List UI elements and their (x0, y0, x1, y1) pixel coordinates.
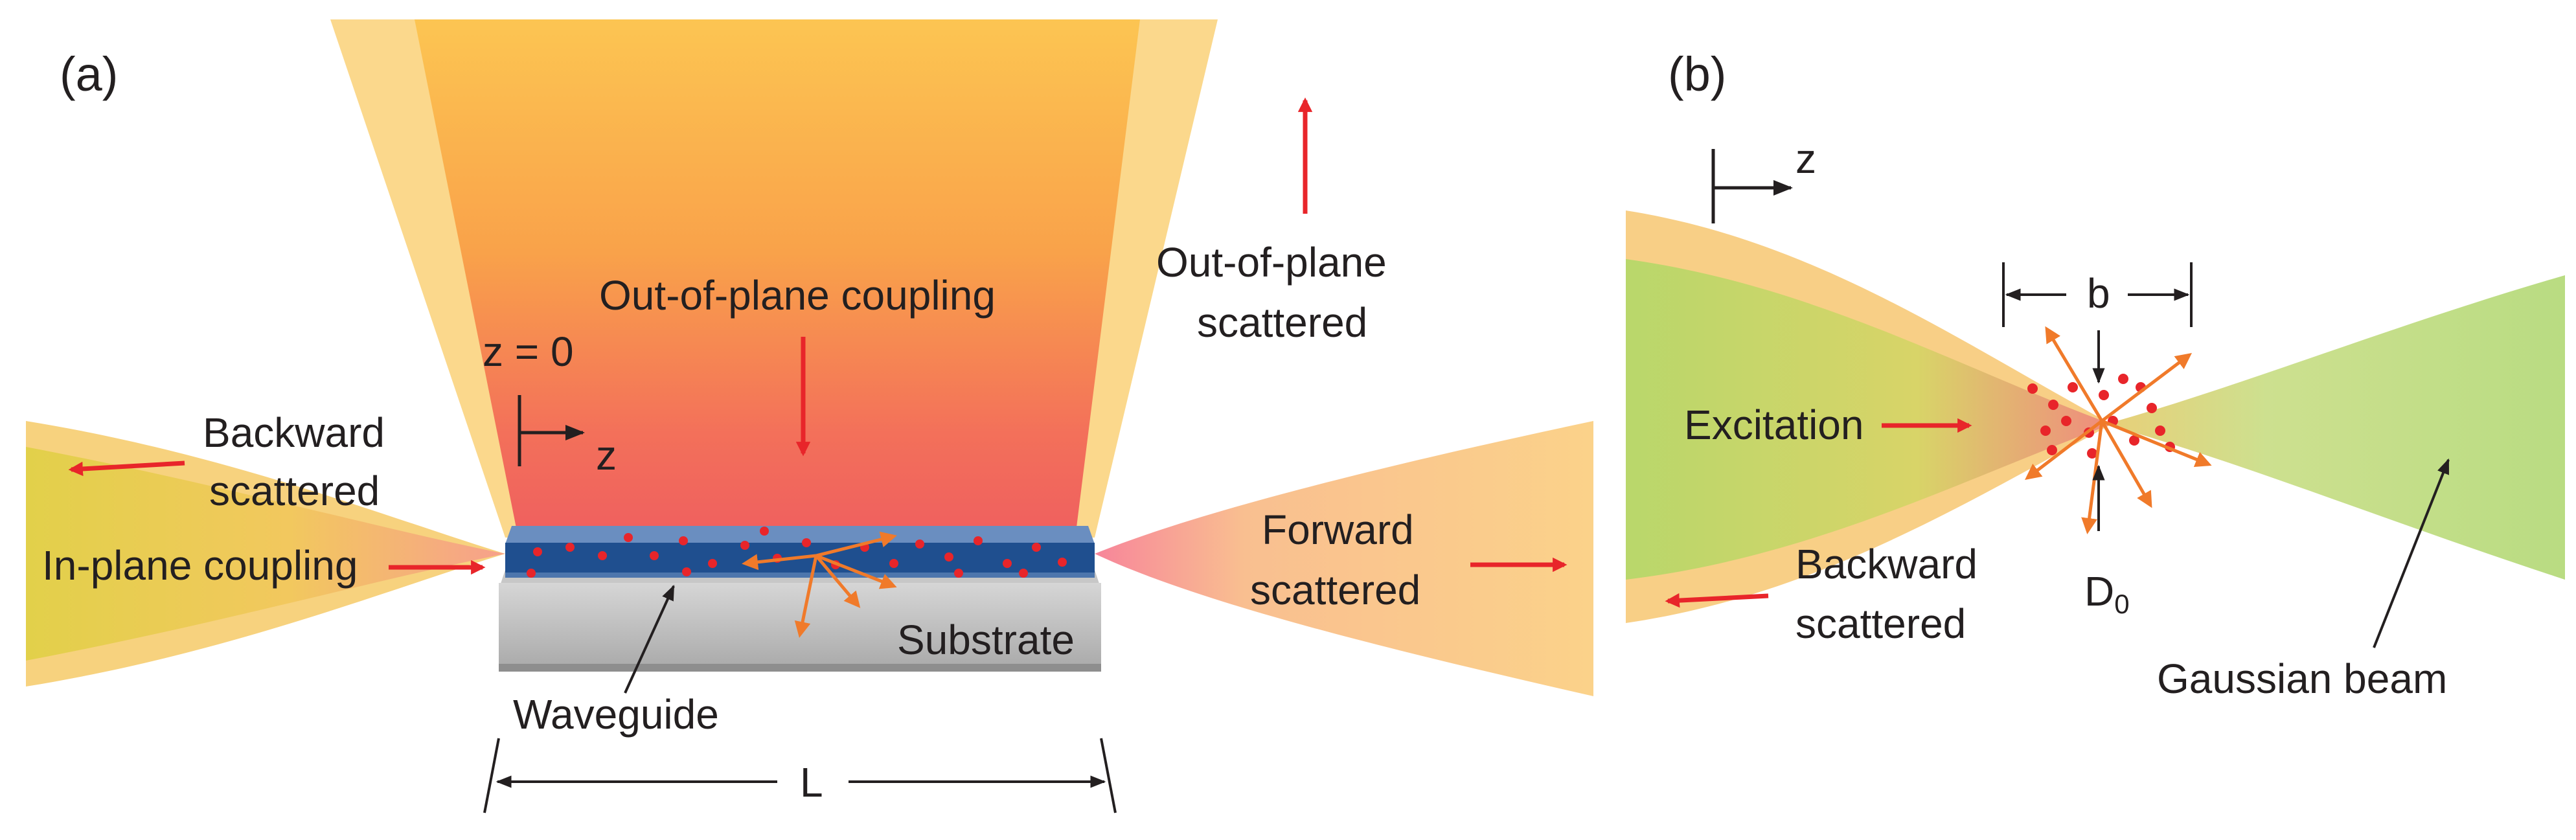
b-label: b (2087, 270, 2110, 317)
waveguide (505, 526, 1095, 544)
right-beam (1095, 421, 1593, 696)
gaussian-beam-label: Gaussian beam (2157, 655, 2447, 702)
b-dimension (2002, 262, 2193, 327)
out-of-plane-coupling-label: Out-of-plane coupling (599, 272, 996, 319)
panel-b: (b) z b Excitation Backward scattered D0… (1626, 47, 2565, 702)
z-label-a: z (596, 432, 617, 479)
backward-scattered-label-a-2: scattered (209, 468, 380, 514)
out-of-plane-beam (415, 19, 1140, 538)
backward-scattered-label-b-1: Backward (1795, 541, 1978, 587)
forward-scattered-label-2: scattered (1250, 567, 1420, 613)
left-beam-core (26, 447, 505, 661)
in-plane-coupling-label: In-plane coupling (42, 542, 358, 589)
length-label: L (800, 759, 823, 806)
backward-arrow-b (1665, 593, 1769, 608)
out-of-plane-scattered-label-1: Out-of-plane (1156, 239, 1387, 286)
excitation-label: Excitation (1684, 402, 1864, 448)
panel-a: (a) Out-of-plane coupling Out-of-plane s… (26, 19, 1593, 813)
out-of-plane-scattered-label-2: scattered (1197, 299, 1367, 346)
z-axis-a (518, 395, 585, 466)
gaussian-beam-pointer (2373, 458, 2450, 648)
panel-a-label: (a) (60, 47, 118, 101)
waveguide-label: Waveguide (513, 691, 719, 738)
d0-label-sub: 0 (2114, 589, 2129, 619)
z-label-b: z (1795, 135, 1816, 182)
forward-scattered-label-1: Forward (1262, 506, 1414, 553)
d0-label-main: D (2084, 568, 2114, 615)
excitation-beam (1626, 259, 2112, 580)
length-dimension (483, 738, 1117, 813)
z-axis-b (1711, 149, 1793, 223)
substrate-label: Substrate (897, 617, 1075, 663)
z0-label: z = 0 (483, 328, 574, 375)
gaussian-beam (2105, 275, 2565, 580)
panel-b-label: (b) (1668, 47, 1726, 101)
backward-arrow-a (68, 460, 185, 477)
scatter-arrows-a (742, 531, 897, 638)
d0-label: D0 (2084, 568, 2130, 619)
backward-scattered-label-b-2: scattered (1795, 600, 1966, 647)
waveguide-pointer (624, 584, 675, 694)
backward-scattered-label-a-1: Backward (203, 409, 385, 456)
